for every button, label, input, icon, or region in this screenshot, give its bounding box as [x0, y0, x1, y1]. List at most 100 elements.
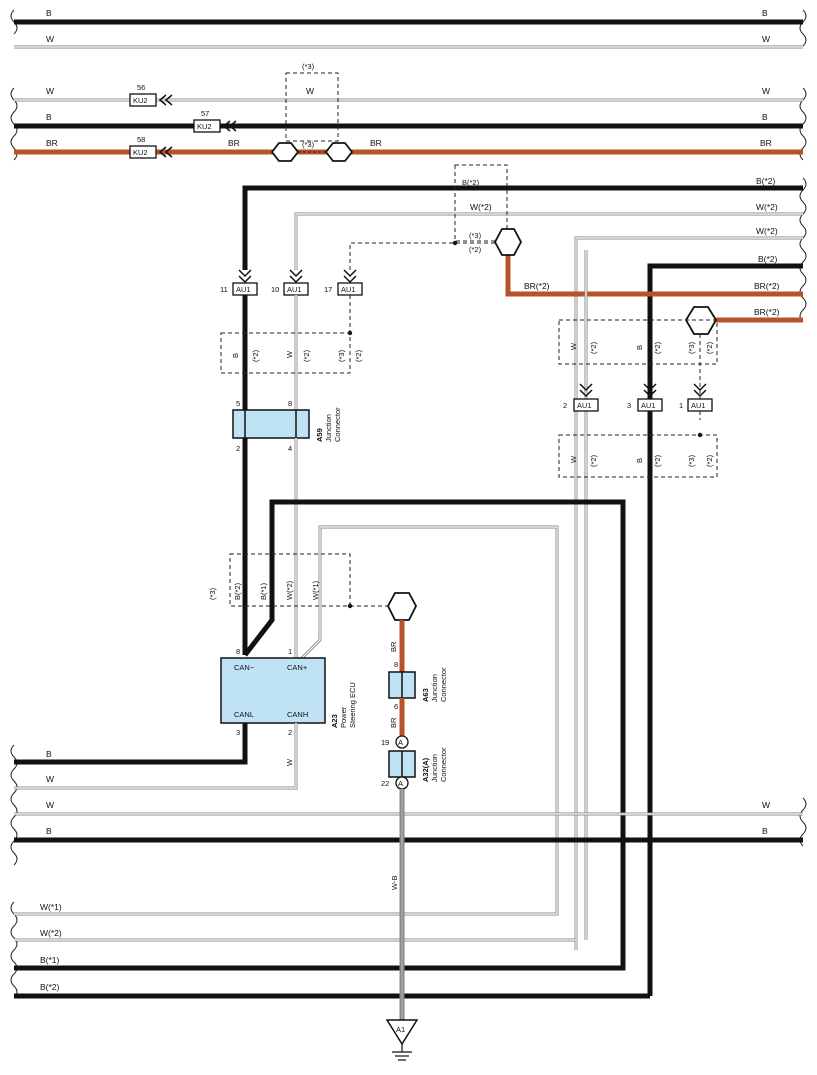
a59-pin-5: 5 [236, 399, 240, 408]
wire-label-w: W [762, 34, 770, 44]
note-2: (*2) [653, 454, 662, 467]
note-2: (*2) [705, 341, 714, 354]
wire-label-br: BR [370, 138, 382, 148]
wire-label-br2: BR(*2) [524, 281, 550, 291]
note-3: (*3) [469, 231, 482, 240]
wire-label-br: BR [228, 138, 240, 148]
a59-pin-2: 2 [236, 444, 240, 453]
a32-circle-label: A [398, 738, 403, 747]
wire-label-b: B [46, 826, 52, 836]
upper-splice-group: B(*2) (*3) (*2) [349, 164, 523, 270]
note-2: (*2) [302, 349, 311, 362]
au1-pin-17: 17 [324, 285, 332, 294]
a23-can-plus: CAN+ [287, 663, 308, 672]
wire-label-w: W [306, 86, 314, 96]
au1-left-group: AU1 11 AU1 10 AU1 17 B (*2) W (*2) (*3) … [220, 269, 363, 655]
au1-label: AU1 [236, 285, 251, 294]
note-3: (*3) [302, 140, 315, 149]
wire-label-w: W [285, 350, 294, 358]
wire-label-b: B [46, 112, 52, 122]
a23-can-minus: CAN− [234, 663, 255, 672]
wire-label-br2: BR(*2) [754, 307, 780, 317]
wire-label-b: B [762, 112, 768, 122]
a63-name-1: Junction [430, 674, 439, 702]
wire-label-w: W [285, 758, 294, 766]
a23-power-steering-ecu: CAN− CAN+ CANL CANH 8 1 3 2 A23 Power St… [220, 647, 357, 737]
au1-pin-11: 11 [220, 285, 228, 294]
au1-label: AU1 [691, 401, 706, 410]
ecu-upper-dashed: (*3) B(*2) B(*1) W(*2) W(*1) [208, 553, 388, 609]
au1-right-group: W (*2) B (*2) (*3) (*2) AU1 2 AU1 3 AU1 … [558, 250, 718, 996]
loop-wires [14, 499, 650, 999]
wire-label-b: B [635, 345, 644, 350]
left-break-marks [10, 9, 18, 999]
ku2-pin-56: 56 [137, 83, 145, 92]
a32-circle-label: A [398, 779, 403, 788]
a23-canh: CANH [287, 710, 308, 719]
wire-label-w: W [569, 342, 578, 350]
a23-canl: CANL [234, 710, 254, 719]
ground-wire: W-B [390, 789, 405, 1020]
a32-name-1: Junction [430, 754, 439, 782]
ku2-label: KU2 [133, 148, 148, 157]
wire-label-b2: B(*2) [758, 254, 778, 264]
wire-label-b: B [635, 458, 644, 463]
wire-label-w2: W(*2) [756, 226, 778, 236]
wire-label-b: B [46, 749, 52, 759]
a59-name-1: Junction [324, 414, 333, 442]
note-3: (*3) [302, 62, 315, 71]
note-2: (*2) [589, 341, 598, 354]
au1-label: AU1 [577, 401, 592, 410]
a59-pin-4: 4 [288, 444, 292, 453]
ku2-label: KU2 [197, 122, 212, 131]
ku2-connectors: KU2 56 KU2 57 KU2 58 [129, 83, 237, 159]
a32-pin-22: 22 [381, 779, 389, 788]
note-3: (*3) [687, 341, 696, 354]
ku2-label: KU2 [133, 96, 148, 105]
a63-pin-8: 8 [394, 660, 398, 669]
note-3: (*3) [337, 349, 346, 362]
wire-label-wb: W-B [390, 876, 399, 890]
wire-label-b: B [231, 353, 240, 358]
a59-junction-connector: 5 8 2 4 A59 Junction Connector [232, 399, 342, 453]
note-2: (*2) [589, 454, 598, 467]
wire-label-w: W [46, 800, 54, 810]
wire-label-b2: B(*2) [233, 582, 242, 600]
a23-pin-8: 8 [236, 647, 240, 656]
ku2-pin-58: 58 [137, 135, 145, 144]
top-splice-group: (*3) (*3) [270, 62, 354, 162]
ground-a1: A1 [385, 1019, 419, 1061]
wire-label-w: W [46, 86, 54, 96]
a23-pin-2: 2 [288, 728, 292, 737]
a63-name-2: Connector [439, 667, 448, 702]
wire-label-b2: B(*2) [462, 178, 480, 187]
ku2-pin-57: 57 [201, 109, 209, 118]
wire-label-w2: W(*2) [470, 202, 492, 212]
a63-code: A63 [421, 688, 430, 702]
au1-pin-10: 10 [271, 285, 279, 294]
wire-label-w2: W(*2) [40, 928, 62, 938]
wire-label-b: B [46, 8, 52, 18]
a59-pin-8: 8 [288, 399, 292, 408]
a32-junction-connector: A 19 A 22 A32(A) Junction Connector [381, 735, 448, 790]
wire-label-b: B [762, 8, 768, 18]
au1-label: AU1 [341, 285, 356, 294]
a59-code: A59 [315, 428, 324, 442]
note-2: (*2) [653, 341, 662, 354]
wire-label-b1: B(*1) [40, 955, 60, 965]
ecu-output-wires: B W W W W B B W(*1) W(*2) B(*1) B(*2) [14, 723, 803, 992]
wire-label-br: BR [760, 138, 772, 148]
a23-name-2: Steering ECU [348, 682, 357, 728]
upper-right-wires: B(*2) W(*2) W(*2) W(*2) B(*2) BR(*2) BR(… [242, 176, 803, 950]
note-3: (*3) [208, 587, 217, 600]
wire-label-br: BR [389, 717, 398, 728]
au1-pin-3: 3 [627, 401, 631, 410]
wire-label-w: W [569, 455, 578, 463]
wire-label-b: B [762, 826, 768, 836]
a63-pin-6: 6 [394, 702, 398, 711]
a23-code: A23 [330, 714, 339, 728]
note-2: (*2) [251, 349, 260, 362]
au1-pin-2: 2 [563, 401, 567, 410]
wire-label-w2: W(*2) [756, 202, 778, 212]
